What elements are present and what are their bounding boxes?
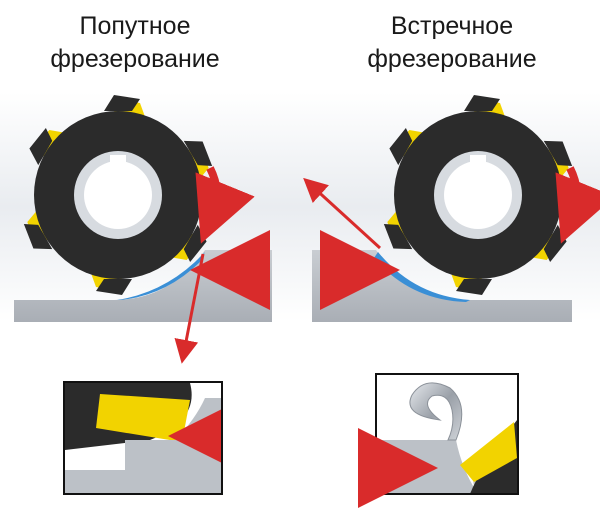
milling-cutter-icon — [23, 95, 213, 295]
detail-box-climb — [63, 381, 268, 495]
chip-right — [374, 252, 470, 302]
arrow-icon — [303, 177, 382, 250]
climb-milling-scene — [14, 95, 290, 364]
chip-curl — [409, 382, 463, 441]
title-right-line1: Встречное — [390, 12, 514, 40]
title-climb-milling: Попутное фрезерование — [5, 10, 265, 76]
conventional-milling-scene — [303, 95, 600, 322]
title-left-line1: Попутное — [79, 12, 191, 40]
title-left-line2: фрезерование — [50, 45, 220, 73]
arrow-icon — [174, 253, 205, 364]
curved-arrow-icon — [555, 166, 600, 244]
curved-arrow-icon — [195, 166, 255, 244]
detail-box-conventional — [340, 373, 519, 508]
title-conventional-milling: Встречное фрезерование — [322, 10, 582, 76]
milling-cutter-icon — [383, 95, 573, 295]
title-right-line2: фрезерование — [367, 45, 537, 73]
